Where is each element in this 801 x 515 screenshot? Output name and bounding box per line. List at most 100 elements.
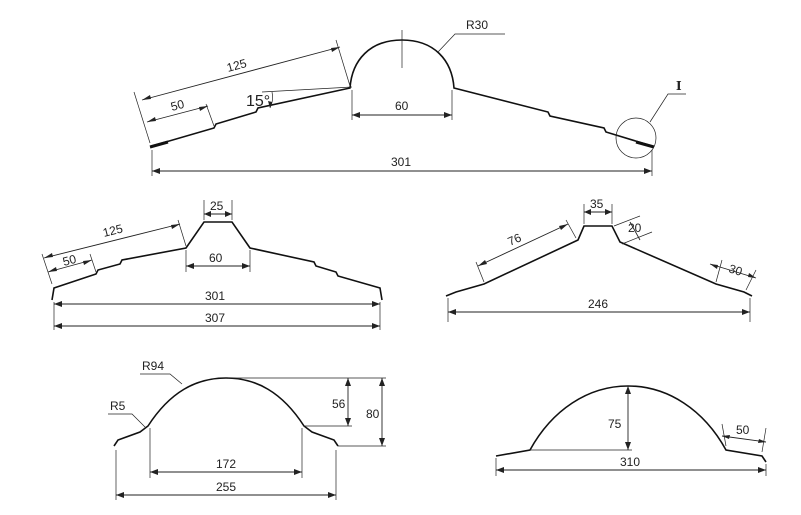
profile-3-dim-20 bbox=[629, 221, 641, 241]
profile-2-bottom-width: 60 bbox=[209, 251, 223, 265]
profile-4-arrow bbox=[345, 378, 351, 386]
profile-2-arrow bbox=[186, 263, 194, 269]
profile-1-angle-arc bbox=[269, 91, 274, 109]
profile-2-arrow bbox=[204, 211, 211, 217]
profile-4-height-inner: 56 bbox=[332, 397, 346, 411]
profile-1-ext-125-right bbox=[335, 39, 351, 87]
profile-2-inner-width: 301 bbox=[205, 289, 225, 303]
profile-4-radius-large-leader bbox=[140, 373, 183, 385]
profile-1-detail-circle bbox=[615, 117, 657, 159]
profile-3-arrow bbox=[559, 224, 568, 230]
profile-3-overall-width: 246 bbox=[588, 297, 608, 311]
profile-2-arrow bbox=[372, 323, 380, 329]
profile-4-overall-width: 255 bbox=[216, 480, 236, 494]
profile-3-ext-20-top bbox=[613, 215, 641, 227]
profile-1-arrow bbox=[331, 47, 340, 52]
profile-3-shoulder: 20 bbox=[628, 221, 642, 235]
profile-4-outline bbox=[113, 377, 339, 447]
profile-4: R94 R5 172 255 56 80 bbox=[108, 359, 386, 500]
profile-2-ext-left bbox=[41, 253, 53, 285]
profile-4-arrow bbox=[379, 378, 385, 386]
profile-5-arrow bbox=[758, 439, 766, 443]
profile-3-end-segment: 30 bbox=[727, 261, 744, 278]
profile-1-arrow bbox=[268, 101, 272, 108]
profile-5-arrow bbox=[496, 467, 504, 473]
profile-4-radius-small: R5 bbox=[110, 399, 126, 413]
profile-2-arrow bbox=[44, 253, 53, 258]
profile-3-arrow bbox=[710, 264, 718, 269]
profile-1-angle-ref-line bbox=[261, 86, 353, 93]
profile-5-ext-50-left bbox=[721, 423, 727, 447]
profile-4-arrow bbox=[379, 438, 385, 446]
profile-5-height: 75 bbox=[608, 417, 622, 431]
profile-3-arrow bbox=[742, 309, 750, 315]
profile-3-dim-30 bbox=[709, 263, 757, 279]
profile-5-ext-50-right bbox=[761, 427, 767, 453]
profile-3-arrow bbox=[584, 209, 591, 215]
profile-1-ext-left bbox=[133, 91, 151, 144]
profile-1-detail-mark: I bbox=[676, 79, 682, 93]
profile-3-arrow bbox=[605, 209, 612, 215]
profile-4-arrow bbox=[328, 492, 336, 498]
profile-3-arrow bbox=[478, 260, 487, 266]
profile-3-arrow bbox=[448, 309, 456, 315]
profile-4-radius-small-leader bbox=[108, 413, 147, 429]
profile-4-arch-width: 172 bbox=[216, 457, 236, 471]
profile-1-left-edge bbox=[149, 140, 169, 149]
profile-3-ext-76-left bbox=[475, 261, 485, 283]
profile-1-overall-width: 301 bbox=[391, 155, 411, 169]
profile-4-arrow bbox=[345, 418, 351, 426]
profile-2-slope-segment: 50 bbox=[61, 252, 78, 269]
profile-5-outline bbox=[495, 385, 767, 463]
profile-1-detail-leader bbox=[649, 93, 686, 123]
profile-1: R30 125 50 15° 60 301 bbox=[133, 18, 686, 176]
profile-2-arrow bbox=[242, 263, 250, 269]
profile-2-arrow bbox=[54, 323, 62, 329]
profile-1-angle: 15° bbox=[246, 93, 270, 110]
profile-4-arrow bbox=[116, 492, 124, 498]
profile-1-arrow bbox=[147, 117, 156, 122]
profile-5-arrow bbox=[758, 467, 766, 473]
profile-5-arrow bbox=[625, 386, 631, 394]
profile-2-outline bbox=[51, 221, 383, 301]
profile-2-ext-50-right bbox=[89, 253, 97, 273]
profile-2-arrow bbox=[372, 301, 380, 307]
profile-3-ext-30-left bbox=[715, 259, 723, 283]
profile-1-arrow bbox=[199, 106, 208, 111]
profile-3-ext-20-bottom bbox=[621, 231, 653, 245]
profile-3-ext-30-right bbox=[745, 269, 757, 291]
profile-3-outline bbox=[445, 225, 753, 297]
profile-2-top-width: 25 bbox=[210, 199, 224, 213]
profile-2-arrow bbox=[171, 224, 180, 229]
profile-1-dim-125 bbox=[141, 46, 341, 101]
profile-1-arrow bbox=[142, 95, 151, 100]
profile-1-ext-50-right bbox=[205, 103, 215, 127]
profile-2-dim-125 bbox=[43, 223, 181, 259]
profile-3-ext-76-right bbox=[565, 219, 577, 239]
profile-2-slope-length: 125 bbox=[101, 221, 124, 240]
profile-4-radius-large: R94 bbox=[142, 359, 164, 373]
profile-1-arrow bbox=[352, 112, 360, 118]
profile-1-dim-50 bbox=[146, 105, 209, 123]
profile-5-arrow bbox=[722, 435, 730, 439]
profile-3: 35 20 76 30 246 bbox=[445, 197, 757, 322]
profile-1-radius-label: R30 bbox=[466, 18, 488, 32]
profile-2-arrow bbox=[83, 260, 92, 265]
profile-1-slope-length: 125 bbox=[225, 56, 248, 75]
profile-2-arrow bbox=[54, 301, 62, 307]
profile-2-arrow bbox=[225, 211, 232, 217]
profile-4-arrow bbox=[294, 469, 302, 475]
profile-3-dim-76 bbox=[477, 223, 569, 267]
profile-1-arrow bbox=[644, 168, 652, 174]
profile-1-arrow bbox=[444, 112, 452, 118]
profile-3-top-width: 35 bbox=[590, 197, 604, 211]
profile-2-overall-width: 307 bbox=[205, 311, 225, 325]
profile-4-arrow bbox=[150, 469, 158, 475]
profile-3-slope-length: 76 bbox=[506, 230, 524, 248]
profile-5-arrow bbox=[625, 442, 631, 450]
profile-2-arrow bbox=[48, 267, 57, 272]
profile-5-end-segment: 50 bbox=[736, 423, 750, 437]
profile-5: 75 50 310 bbox=[495, 385, 767, 476]
profile-1-arrow bbox=[152, 168, 160, 174]
